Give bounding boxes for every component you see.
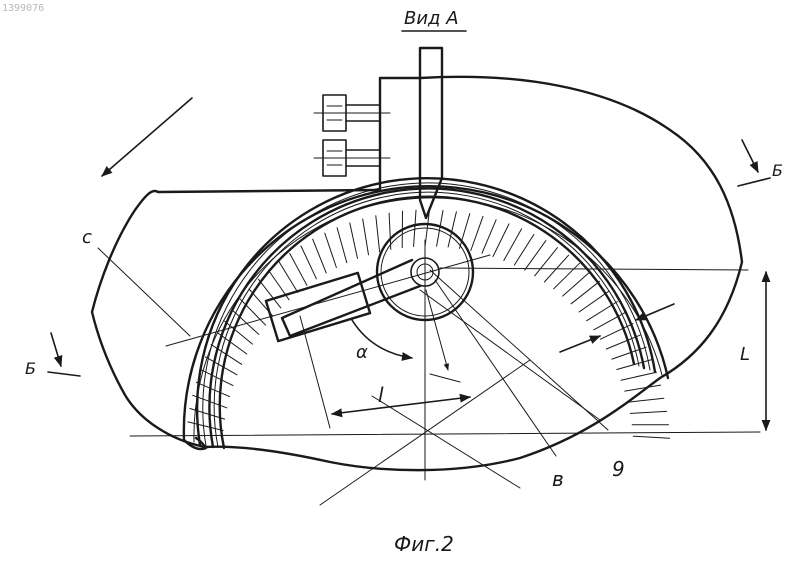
hatch-line (350, 223, 358, 258)
alpha-tick (430, 374, 460, 382)
svg-text:Б: Б (25, 359, 36, 378)
label-c: с (82, 227, 92, 248)
hatch-line (493, 224, 509, 257)
hatch-line (600, 324, 633, 340)
hatch-line (621, 372, 656, 380)
bolt-bracket (380, 78, 420, 190)
hatch-line (325, 233, 337, 267)
hatch-line (514, 234, 534, 265)
hatch-line (363, 219, 369, 255)
rotation-arrow (102, 98, 192, 176)
ring-hatching (188, 210, 670, 438)
hatch-line (587, 302, 618, 321)
label-alpha: α (356, 342, 368, 363)
hatch-line (633, 436, 669, 438)
hatch-line (630, 411, 666, 413)
label-nine: 9 (612, 457, 625, 481)
figure-caption: Фиг.2 (394, 532, 454, 556)
hatch-line (188, 422, 223, 431)
ring-thickness-arrow-in (560, 336, 600, 352)
hatch-line (414, 210, 416, 246)
section-marker-top: Б (738, 140, 783, 186)
dimension-l (332, 397, 470, 414)
hatch-line (606, 335, 640, 349)
hatch-line (482, 220, 496, 253)
hatch-line (301, 246, 316, 279)
bolt-lower (314, 140, 390, 176)
leader-c (98, 248, 190, 336)
hatch-line (279, 261, 298, 292)
svg-text:Б: Б (772, 161, 783, 180)
view-title: Вид А (404, 8, 459, 29)
label-b: в (552, 467, 564, 491)
hatch-line (290, 253, 307, 285)
label-l-small: l (378, 383, 384, 407)
hatch-line (206, 357, 238, 375)
section-marker-left: Б (25, 333, 80, 378)
label-L-big: L (740, 344, 750, 365)
document-number: 1399076 (2, 3, 44, 14)
hatch-line (376, 216, 380, 252)
hatch-line (337, 228, 347, 263)
hatch-line (504, 229, 522, 261)
lever-arm (266, 260, 420, 341)
hatch-line (313, 239, 327, 273)
bolt-upper (314, 95, 390, 131)
hatch-line (196, 382, 229, 396)
hatch-line (471, 216, 483, 250)
